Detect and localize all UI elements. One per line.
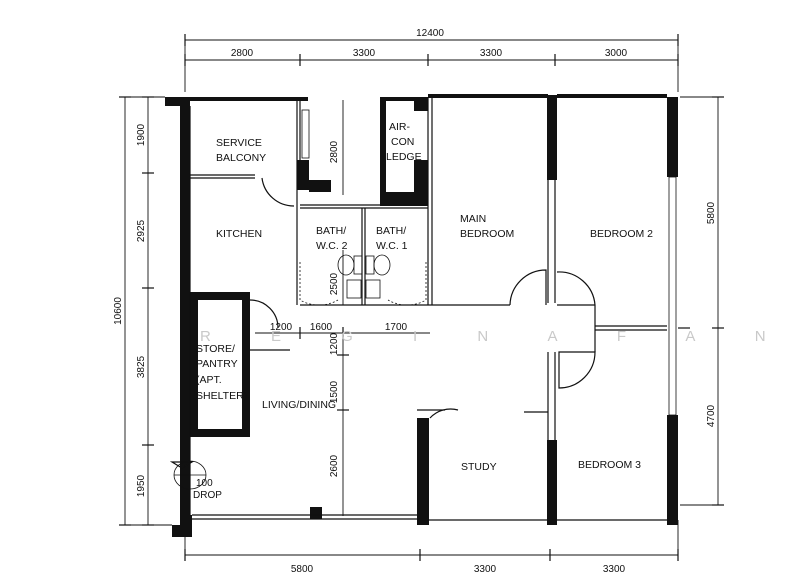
- room-main-bedroom-l2: BEDROOM: [460, 228, 514, 240]
- dim-top-total: 12400: [416, 28, 444, 39]
- dim-top-4: 3000: [605, 48, 628, 59]
- room-study: STUDY: [461, 461, 497, 473]
- room-bath2-l2: W.C. 2: [316, 240, 348, 252]
- room-bedroom2: BEDROOM 2: [590, 228, 653, 240]
- dim-inner-row-2: 1600: [310, 322, 333, 333]
- dim-left-4: 1950: [136, 474, 147, 497]
- dim-right-2: 4700: [706, 404, 717, 427]
- dim-left-3: 3825: [136, 355, 147, 378]
- room-aircon-l1: AIR-: [389, 121, 411, 133]
- dim-top-2: 3300: [353, 48, 376, 59]
- room-living-dining: LIVING/DINING: [262, 399, 336, 411]
- room-store-l1: STORE/: [196, 343, 235, 355]
- room-bath1-l1: BATH/: [376, 225, 406, 237]
- dim-inner-living-3: 2600: [329, 454, 340, 477]
- room-kitchen: KITCHEN: [216, 228, 262, 240]
- dim-top-3: 3300: [480, 48, 503, 59]
- room-labels: SERVICE BALCONY KITCHEN AIR- CON LEDGE B…: [193, 121, 653, 501]
- room-store-l3: (APT.: [196, 374, 222, 386]
- room-bath2-l1: BATH/: [316, 225, 346, 237]
- room-store-l2: PANTRY: [196, 358, 238, 370]
- dim-inner-row-3: 1700: [385, 322, 408, 333]
- dim-left-total: 10600: [113, 297, 124, 325]
- partitions: [169, 98, 690, 521]
- room-service-balcony-l1: SERVICE: [216, 137, 262, 149]
- dimension-lines: [119, 34, 724, 561]
- dim-left-2: 2925: [136, 219, 147, 242]
- room-main-bedroom-l1: MAIN: [460, 213, 486, 225]
- dim-inner-balcony: 2800: [329, 140, 340, 163]
- room-bath1-l2: W.C. 1: [376, 240, 408, 252]
- room-aircon-l3: LEDGE: [386, 151, 422, 163]
- dim-top-1: 2800: [231, 48, 254, 59]
- dim-left-1: 1900: [136, 123, 147, 146]
- room-store-l4: SHELTER): [196, 390, 247, 402]
- room-service-balcony-l2: BALCONY: [216, 152, 266, 164]
- dimension-labels: 12400 2800 3300 3300 3000 10600 1900 292…: [113, 28, 717, 575]
- room-aircon-l2: CON: [391, 136, 414, 148]
- dim-inner-living-2: 1500: [329, 380, 340, 403]
- dim-inner-row-1: 1200: [270, 322, 293, 333]
- room-drop-l1: 100: [196, 478, 213, 489]
- dim-inner-living-1: 1200: [329, 332, 340, 355]
- dim-right-1: 5800: [706, 201, 717, 224]
- room-drop-l2: DROP: [193, 490, 222, 501]
- room-bedroom3: BEDROOM 3: [578, 459, 641, 471]
- dim-bottom-2: 3300: [474, 564, 497, 575]
- watermark: R E G I N A F A N G: [200, 328, 800, 345]
- dim-inner-bath: 2500: [329, 272, 340, 295]
- walls: [165, 94, 678, 537]
- dim-bottom-1: 5800: [291, 564, 314, 575]
- dim-bottom-3: 3300: [603, 564, 626, 575]
